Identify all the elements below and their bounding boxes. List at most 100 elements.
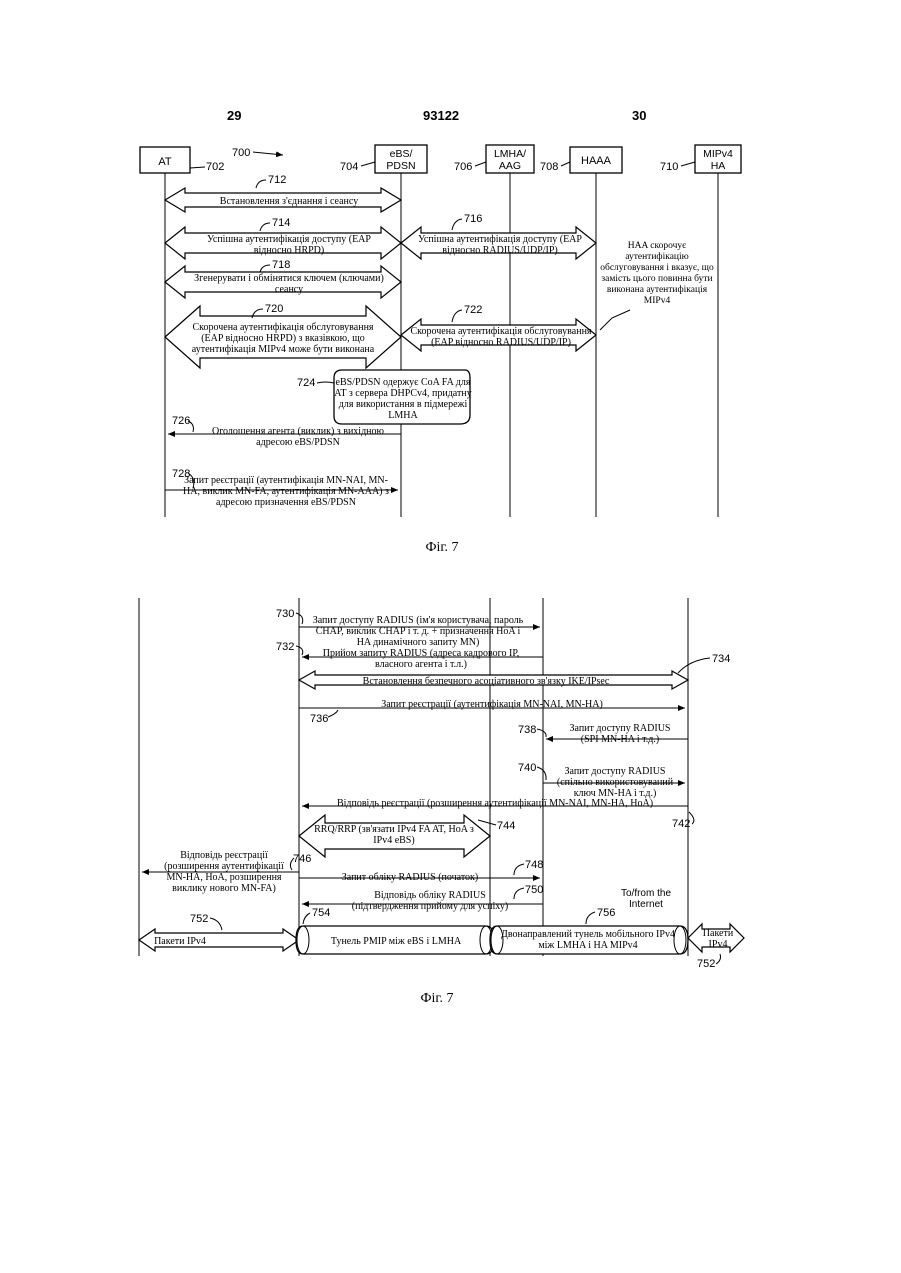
step-720-text-1: Скорочена аутентифікація обслуговування [192,322,373,333]
step-738-text-1: Запит доступу RADIUS [570,723,671,734]
step-722: Скорочена аутентифікація обслуговування … [401,304,596,351]
ref-756: 756 [597,907,615,919]
step-752-text: Пакети IPv4 [154,936,206,947]
entity-ebs-pdsn: eBS/ PDSN 704 [340,145,427,173]
figure-bottom: Запит доступу RADIUS (ім'я користувача, … [139,598,744,1006]
step-730-text-1: Запит доступу RADIUS (ім'я користувача, … [313,615,524,626]
caption-top: Фіг. 7 [425,540,458,555]
step-718: Згенерувати і обмінятися ключем (ключами… [165,259,401,298]
haa-note-pointer [600,310,630,330]
step-744-text-2: IPv4 eBS) [373,835,414,846]
ref-704: 704 [340,161,358,173]
haa-note-4: замість цього повинна бути [601,273,712,284]
step-738-text-2: (SPI MN-HA і т.д.) [581,734,659,745]
ref-700-pointer [253,152,283,155]
step-724-text-1: eBS/PDSN одержує CoA FA для [336,377,471,388]
step-732-text-1: Прийом запиту RADIUS (адреса кадрового I… [323,648,520,659]
entity-lmha-aag: LMHA/ AAG 706 [454,145,534,173]
ref-714: 714 [272,217,290,229]
ref-710: 710 [660,161,678,173]
ref-716: 716 [464,213,482,225]
step-746-text-1: Відповідь реєстрації [180,850,268,861]
internet-label-2: Internet [629,899,663,910]
ref-728: 728 [172,468,190,480]
entity-lmha-label-1: LMHA/ [494,148,526,160]
step-726-text-2: адресою eBS/PDSN [256,437,340,448]
step-746-text-2: (розширення аутентифікації [164,861,284,872]
entity-at: AT 702 [140,147,224,173]
entity-mipv4-label-1: MIPv4 [703,148,733,160]
ref-718: 718 [272,259,290,271]
step-724-text-2: AT з сервера DHPCv4, придатну [334,388,471,399]
step-730-text-2: CHAP, виклик CHAP і т. д. + призначення … [316,626,521,637]
step-734-text: Встановлення безпечного асоціативного зв… [363,676,610,687]
step-716: Успішна аутентифікація доступу (EAP відн… [401,213,596,259]
step-744-text-1: RRQ/RRP (зв'язати IPv4 FA AT, HoA з [314,824,474,835]
step-726-text-1: Оголошення агента (виклик) з вихідною [212,426,385,437]
haa-note-2: аутентифікацію [625,251,688,262]
step-746: Відповідь реєстрації (розширення аутенти… [142,850,311,894]
step-724-text-3: для використання в підмережі [339,399,468,410]
haa-note-5: виконана аутентифікація [607,284,708,295]
step-748: Запит обліку RADIUS (початок) 748 [299,859,543,883]
haa-note-6: MIPv4 [644,296,671,306]
step-736: Запит реєстрації (аутентифікація MN-NAI,… [299,699,685,725]
step-744: RRQ/RRP (зв'язати IPv4 FA AT, HoA з IPv4… [299,815,515,857]
step-750-text-1: Відповідь обліку RADIUS [374,890,486,901]
step-746-text-4: виклику нового MN-FA) [172,883,276,894]
step-746-text-3: MN-HA, HoA, розширення [166,872,281,883]
step-716-text-2: відносно RADIUS/UDP/IP) [442,245,558,256]
figure-top: 700 AT 702 eBS/ PDSN 704 LMHA/ AAG 706 [140,145,741,555]
entity-ebs-label-2: PDSN [386,160,415,172]
step-730: Запит доступу RADIUS (ім'я користувача, … [276,608,540,648]
step-740-text-1: Запит доступу RADIUS [565,766,666,777]
step-752-right: Пакети IPv4 752 [688,924,744,970]
step-724: eBS/PDSN одержує CoA FA для AT з сервера… [297,370,472,424]
ref-708: 708 [540,161,558,173]
ref-740: 740 [518,762,536,774]
step-732-text-2: власного агента і т.л.) [375,659,467,670]
haa-note-3: обслуговування і вказує, що [600,262,714,273]
step-724-text-4: LMHA [388,410,418,421]
step-722-text-1: Скорочена аутентифікація обслуговування [410,326,591,337]
step-728-text-1: Запит реєстрації (аутентифікація MN-NAI,… [184,475,388,486]
ref-732: 732 [276,641,294,653]
step-718-text-2: сеансу [275,284,303,295]
ref-724: 724 [297,377,315,389]
ref-742: 742 [672,818,690,830]
step-728-text-3: адресою призначення eBS/PDSN [216,497,356,508]
ref-736: 736 [310,713,328,725]
step-742-text: Відповідь реєстрації (розширення аутенти… [337,798,653,809]
step-756: Двонаправлений тунель мобільного IPv4 мі… [490,907,688,954]
haa-note: HAA скорочує аутентифікацію обслуговуван… [600,241,714,330]
haa-note-1: HAA скорочує [628,241,686,251]
step-714: Успішна аутентифікація доступу (EAP відн… [165,217,401,259]
ref-754: 754 [312,907,330,919]
internet-label-1: To/from the [621,888,671,899]
step-750: Відповідь обліку RADIUS (підтвердження п… [302,884,543,912]
ref-700: 700 [232,147,250,159]
step-728: Запит реєстрації (аутентифікація MN-NAI,… [165,468,398,508]
ref-702: 702 [206,161,224,173]
entity-lmha-label-2: AAG [499,160,521,172]
step-720-text-2: (EAP відносно HRPD) з вказівкою, що [201,333,365,344]
step-722-text-2: (EAP відносно RADIUS/UDP/IP) [431,337,571,348]
ref-730: 730 [276,608,294,620]
step-714-text-2: відносно HRPD) [254,245,324,256]
ref-744: 744 [497,820,515,832]
step-752b-text-1: Пакети [703,928,734,939]
step-728-text-2: HA, виклик MN-FA, аутентифікація MN-AAA)… [183,486,389,497]
ref-738: 738 [518,724,536,736]
step-752b-text-2: IPv4 [709,939,728,950]
step-718-text-1: Згенерувати і обмінятися ключем (ключами… [194,273,384,284]
ref-722: 722 [464,304,482,316]
caption-bottom: Фіг. 7 [420,991,453,1006]
ref-746: 746 [293,853,311,865]
step-754: Тунель PMIP між eBS і LMHA 754 [296,907,494,954]
step-712-text: Встановлення з'єднання і сеансу [220,196,358,207]
ref-726: 726 [172,415,190,427]
step-714-text-1: Успішна аутентифікація доступу (EAP [207,234,371,245]
ref-734: 734 [712,653,730,665]
